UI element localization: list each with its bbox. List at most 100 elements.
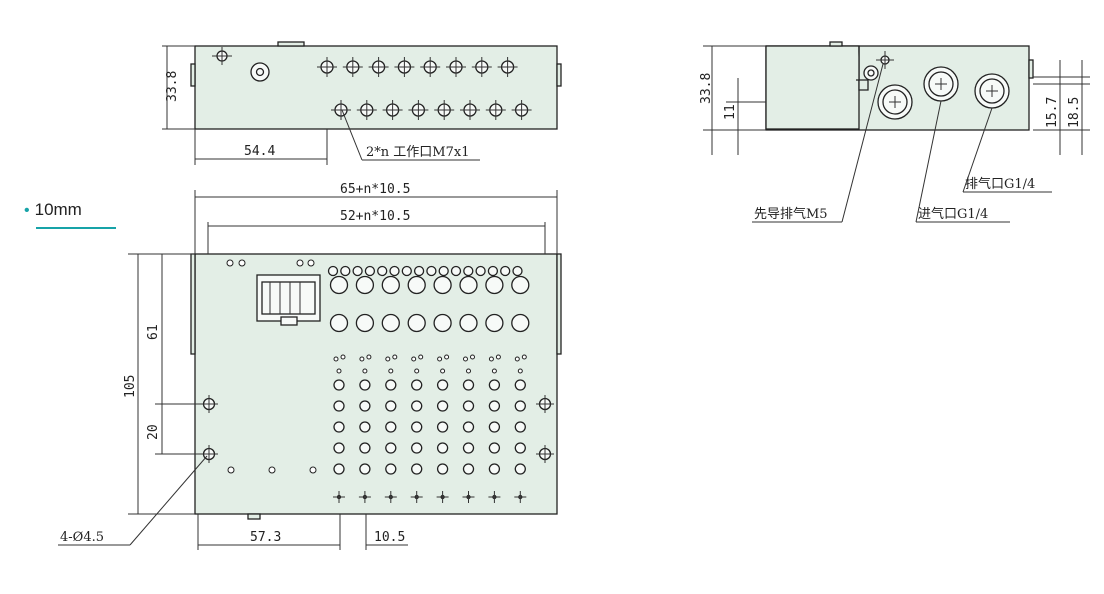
top-port-rows <box>317 57 532 120</box>
indicator-hole <box>377 265 388 277</box>
port-hole <box>436 463 449 475</box>
indicator-hole <box>450 265 462 277</box>
indicator-hole <box>389 265 400 277</box>
indicator-hole <box>512 265 523 277</box>
solenoid-hole <box>433 275 452 295</box>
side-port-inlet <box>877 84 913 120</box>
pin-hole <box>470 354 475 360</box>
port-hole <box>488 400 501 412</box>
work-port-lower-icon <box>460 100 480 120</box>
indicator-hole <box>438 265 449 277</box>
callout-mounting-holes: 4-Ø4.5 <box>60 530 104 545</box>
port-hole <box>411 400 423 412</box>
side-port-exhaust <box>974 73 1010 109</box>
pin-hole <box>385 356 391 362</box>
solenoid-hole <box>355 275 375 295</box>
port-hole <box>514 442 526 454</box>
pitch-mark-icon <box>514 491 527 503</box>
solenoid-hole <box>381 313 400 333</box>
small-hole <box>226 259 234 267</box>
solenoid-hole <box>485 275 504 295</box>
work-port-lower-icon <box>356 100 377 120</box>
mount-hole-icon <box>536 445 554 463</box>
pitch-mark-icon <box>333 491 345 503</box>
callout-exhaust: 排气口G1/4 <box>965 176 1035 192</box>
pin-hole <box>495 354 501 360</box>
side-pilot-exhaust <box>863 51 894 81</box>
side-pilot-section <box>765 45 860 130</box>
work-port-upper-icon <box>471 57 492 77</box>
port-hole <box>411 379 423 391</box>
port-hole <box>514 421 526 433</box>
plan-dim-height: 105 <box>123 375 138 398</box>
indicator-hole <box>463 265 474 277</box>
port-hole <box>385 379 397 391</box>
port-hole <box>462 379 475 391</box>
top-view-body <box>194 45 558 130</box>
pitch-mark-icon <box>358 491 371 503</box>
side-dim-inlet-height: 18.5 <box>1067 97 1082 128</box>
pitch-mark-icon <box>462 491 475 503</box>
work-port-lower-icon <box>382 100 403 120</box>
pin-hole <box>444 354 450 360</box>
pitch-mark-icon <box>410 491 423 503</box>
pin-hole <box>340 354 346 360</box>
port-hole <box>333 442 345 454</box>
port-hole <box>436 379 449 391</box>
port-hole <box>488 421 501 433</box>
port-hole <box>359 442 371 454</box>
teal-bullet: • <box>24 202 30 219</box>
indicator-hole <box>352 265 363 277</box>
plan-dim-inner-width: 52+n*10.5 <box>340 209 410 224</box>
small-hole <box>238 259 246 267</box>
size-label: 10mm <box>34 200 82 219</box>
pin-hole <box>491 368 497 374</box>
solenoid-hole <box>485 313 504 333</box>
port-hole <box>333 463 345 475</box>
work-port-lower-icon <box>408 100 429 120</box>
port-hole <box>462 421 475 433</box>
indicator-hole <box>340 265 351 277</box>
indicator-hole <box>327 265 339 277</box>
pin-hole <box>333 356 339 362</box>
port-hole <box>488 379 501 391</box>
work-port-lower-icon <box>485 100 506 120</box>
port-hole <box>436 400 449 412</box>
top-mount-crosshair <box>212 47 232 65</box>
pin-hole <box>437 356 443 362</box>
pin-hole <box>336 368 342 374</box>
callout-inlet: 进气口G1/4 <box>918 206 988 222</box>
solenoid-hole <box>511 275 530 295</box>
solenoid-hole <box>381 275 400 295</box>
port-hole <box>411 442 423 454</box>
plan-right-clip <box>556 253 562 355</box>
solenoid-hole <box>433 313 452 333</box>
port-hole <box>436 421 449 433</box>
port-hole <box>436 442 449 454</box>
work-port-upper-icon <box>420 57 441 77</box>
port-hole <box>462 463 475 475</box>
side-dim-low: 11 <box>723 104 738 120</box>
top-indicator <box>250 62 270 82</box>
plan-dim-left-offset: 57.3 <box>250 530 281 545</box>
port-hole <box>359 463 371 475</box>
top-dim-offset: 54.4 <box>244 144 275 159</box>
work-port-upper-icon <box>368 57 389 77</box>
port-hole <box>514 379 526 391</box>
solenoid-hole <box>407 313 426 333</box>
plan-view-body <box>194 253 558 515</box>
port-hole <box>488 463 501 475</box>
size-tag: •10mm <box>24 200 116 229</box>
work-port-lower-icon <box>434 100 455 120</box>
work-port-lower-icon <box>511 100 532 120</box>
top-view-connector <box>277 41 305 47</box>
pitch-mark-icon <box>384 491 397 503</box>
port-hole <box>385 421 397 433</box>
port-hole <box>411 463 423 475</box>
side-right-clip <box>1028 59 1034 79</box>
port-hole <box>462 400 475 412</box>
port-hole <box>359 400 371 412</box>
pin-hole <box>411 356 417 362</box>
port-hole <box>359 379 371 391</box>
